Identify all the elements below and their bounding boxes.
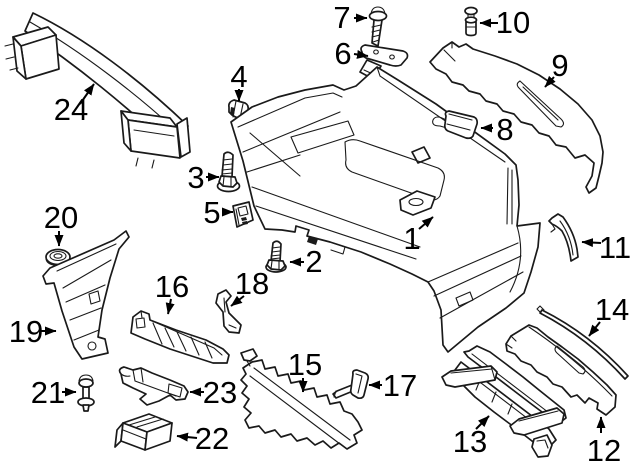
part-label-20: 20	[44, 200, 78, 235]
part-label-19: 19	[9, 314, 43, 349]
part-11-side-trim	[549, 214, 578, 261]
callout-arrow-1	[418, 216, 434, 230]
part-label-23: 23	[203, 375, 237, 410]
part-12-lower-panel	[506, 325, 616, 415]
part-label-8: 8	[496, 112, 513, 147]
part-label-21: 21	[31, 375, 65, 410]
part-label-17: 17	[383, 368, 417, 403]
part-5-clip	[233, 202, 253, 227]
part-16-mount-bracket	[131, 311, 229, 363]
callout-arrow-13	[475, 415, 490, 430]
part-3-bolt	[218, 152, 240, 191]
part-1-bumper-cover	[231, 67, 540, 352]
part-labels: 24 7 10 6 4 9 8 3 5 1 11 2 20 19 16 18 1…	[9, 0, 631, 468]
part-7-screw	[370, 7, 387, 46]
part-label-7: 7	[333, 0, 350, 35]
callout-arrow-16	[165, 298, 175, 315]
part-label-13: 13	[453, 424, 487, 459]
part-label-18: 18	[235, 266, 269, 301]
part-label-11: 11	[599, 230, 631, 265]
part-label-24: 24	[54, 92, 88, 127]
part-14-trim-strip	[537, 306, 628, 379]
part-label-4: 4	[230, 59, 247, 94]
part-17-push-pin	[333, 370, 368, 398]
part-label-15: 15	[288, 347, 322, 382]
part-label-9: 9	[551, 48, 568, 83]
callout-arrow-18	[230, 295, 245, 307]
callout-arrow-6	[353, 49, 369, 59]
part-label-2: 2	[305, 244, 322, 279]
part-label-10: 10	[496, 5, 530, 40]
part-label-22: 22	[195, 421, 229, 456]
part-label-12: 12	[587, 433, 621, 468]
part-9-lower-valance	[430, 42, 603, 193]
callout-arrow-22	[176, 432, 198, 442]
part-label-16: 16	[155, 269, 189, 304]
part-19-side-support	[43, 231, 129, 359]
part-8-retainer	[433, 111, 478, 138]
part-13-diffuser	[442, 346, 566, 457]
part-label-3: 3	[187, 160, 204, 195]
part-2-bolt	[266, 241, 286, 272]
callout-arrow-9	[544, 75, 556, 88]
part-24-impact-bar	[5, 13, 190, 168]
part-10-rivet	[465, 8, 477, 36]
callout-arrow-24	[79, 83, 95, 105]
part-label-5: 5	[203, 195, 220, 230]
part-label-14: 14	[595, 292, 629, 327]
callout-arrow-11	[581, 238, 602, 248]
part-label-6: 6	[334, 36, 351, 71]
part-23-bracket	[120, 367, 188, 405]
part-label-1: 1	[403, 221, 420, 256]
part-22-duct	[115, 414, 172, 450]
callout-arrow-14	[588, 321, 601, 337]
callout-arrows	[41, 13, 606, 442]
part-21-rivet	[78, 375, 94, 411]
